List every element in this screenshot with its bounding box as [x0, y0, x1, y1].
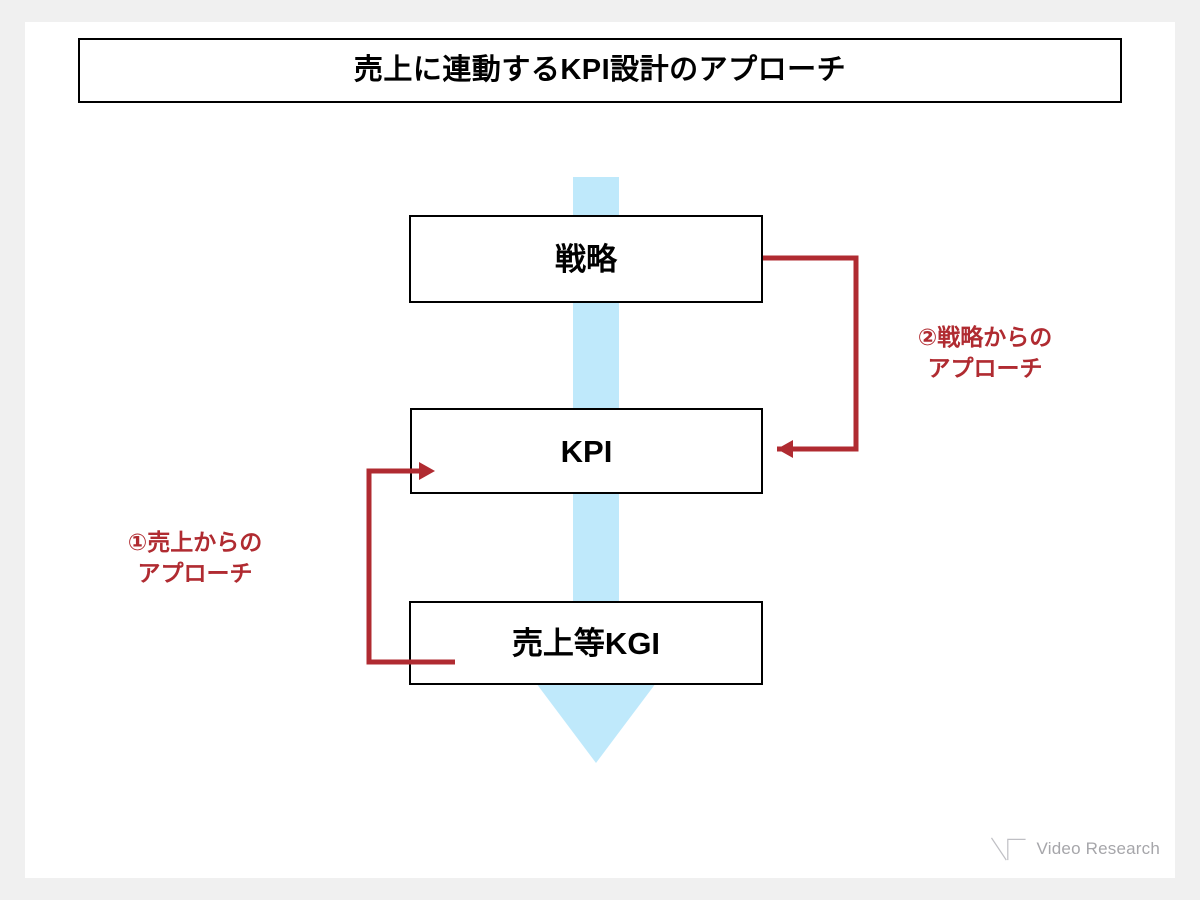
annotation-strategy-approach-line1: ②戦略からの [917, 324, 1053, 350]
annotation-sales-approach: ①売上からの アプローチ [90, 527, 300, 589]
brand-logo: Video Research [990, 828, 1160, 870]
brand-logo-text: Video Research [1036, 839, 1160, 858]
flow-box-kpi[interactable]: KPI [410, 408, 763, 494]
connector-kgi-to-kpi [366, 462, 455, 665]
slide-title-box: 売上に連動するKPI設計のアプローチ [78, 38, 1122, 103]
page-title: 売上に連動するKPI設計のアプローチ [353, 54, 847, 86]
flow-box-kgi-label: 売上等KGI [511, 625, 661, 661]
flow-box-kgi[interactable]: 売上等KGI [409, 601, 763, 685]
flow-box-strategy-label: 戦略 [555, 241, 617, 277]
annotation-sales-approach-line1: ①売上からの [127, 529, 263, 555]
annotation-strategy-approach: ②戦略からの アプローチ [880, 322, 1090, 384]
connector-strategy-to-kpi [763, 255, 859, 458]
annotation-sales-approach-line2: アプローチ [137, 560, 253, 587]
annotation-strategy-approach-line2: アプローチ [927, 355, 1043, 382]
flow-box-kpi-label: KPI [560, 433, 613, 469]
video-research-mark-icon [990, 837, 1026, 861]
flow-box-strategy[interactable]: 戦略 [409, 215, 763, 303]
slide-canvas: 売上に連動するKPI設計のアプローチ 戦略 KPI 売上等KGI ②戦略からの … [25, 22, 1175, 878]
